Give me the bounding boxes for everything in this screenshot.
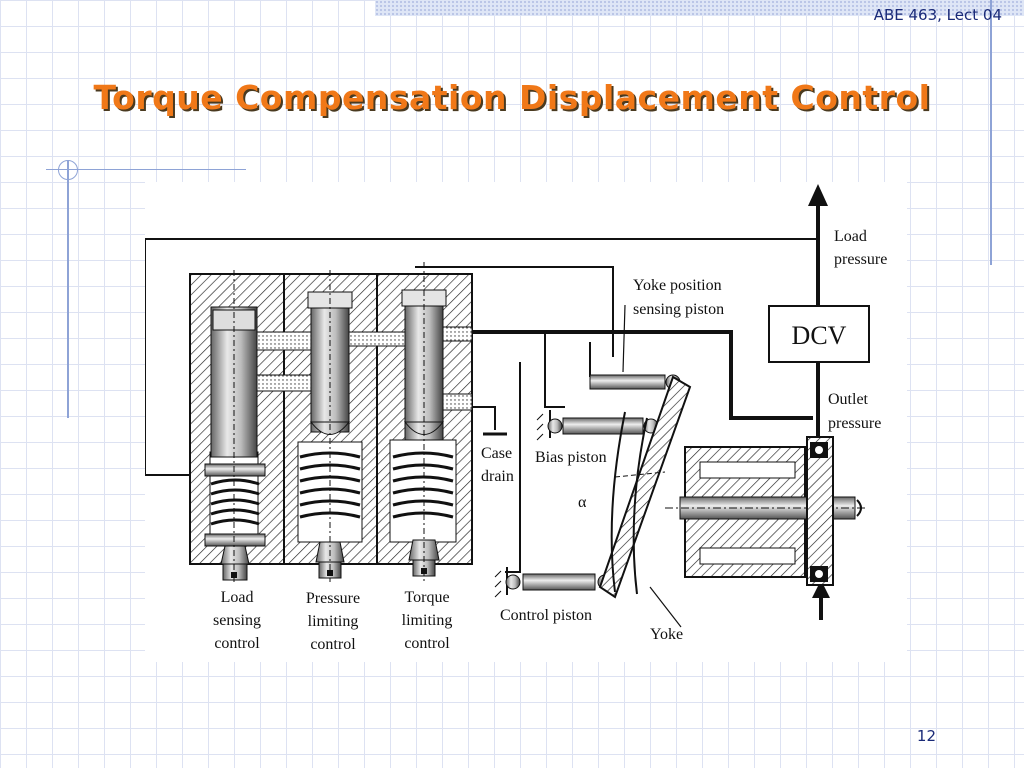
label-load-sensing-1: Load <box>221 589 254 606</box>
label-outlet-pressure-1: Outlet <box>828 391 869 408</box>
label-pressure-limiting-3: control <box>310 636 356 653</box>
lecture-tag: ABE 463, Lect 04 <box>873 6 1002 24</box>
label-control-piston: Control piston <box>500 607 592 624</box>
decor-line-horizontal <box>46 169 246 170</box>
label-case-drain-1: Case <box>481 445 512 462</box>
dcv-valve: DCV <box>768 305 870 436</box>
torque-limiting-spool <box>389 262 457 582</box>
label-case-drain-2: drain <box>481 468 514 485</box>
label-load-pressure-2: pressure <box>834 251 887 268</box>
label-yoke-position-2: sensing piston <box>633 301 724 318</box>
yoke <box>598 375 692 599</box>
valve-block <box>189 262 473 582</box>
label-bias-piston: Bias piston <box>535 449 607 466</box>
hydraulic-diagram: DCV Load pressure Yoke position sensing … <box>145 182 907 662</box>
load-sensing-spool <box>204 270 266 582</box>
label-yoke-position-1: Yoke position <box>633 277 722 294</box>
slide-title: Torque Compensation Displacement Control <box>93 78 931 117</box>
decor-circle <box>58 160 78 180</box>
label-torque-limiting-2: limiting <box>402 612 453 629</box>
bias-piston <box>536 410 659 441</box>
page-number: 12 <box>916 727 936 745</box>
label-torque-limiting-3: control <box>404 635 450 652</box>
pressure-limiting-spool <box>297 270 363 582</box>
label-pressure-limiting-2: limiting <box>308 613 359 630</box>
label-torque-limiting-1: Torque <box>404 589 449 606</box>
label-load-sensing-2: sensing <box>213 612 261 629</box>
label-load-pressure-1: Load <box>834 228 867 245</box>
dcv-label: DCV <box>792 321 847 350</box>
header-band <box>375 0 1024 16</box>
load-pressure-arrow <box>808 184 828 206</box>
label-alpha: α <box>578 494 587 511</box>
label-yoke: Yoke <box>650 626 683 643</box>
label-pressure-limiting-1: Pressure <box>306 590 360 607</box>
yoke-position-sensing-piston <box>589 374 681 390</box>
leader-lines <box>622 304 682 628</box>
pump-barrel <box>665 436 865 586</box>
inlet-arrow <box>812 580 830 598</box>
decor-line-right <box>990 0 992 265</box>
label-outlet-pressure-2: pressure <box>828 415 881 432</box>
diagram-svg: DCV Load pressure Yoke position sensing … <box>145 184 887 653</box>
diagram-labels: Load pressure Yoke position sensing pist… <box>213 228 887 653</box>
label-load-sensing-3: control <box>214 635 260 652</box>
decor-line-left <box>67 160 69 418</box>
